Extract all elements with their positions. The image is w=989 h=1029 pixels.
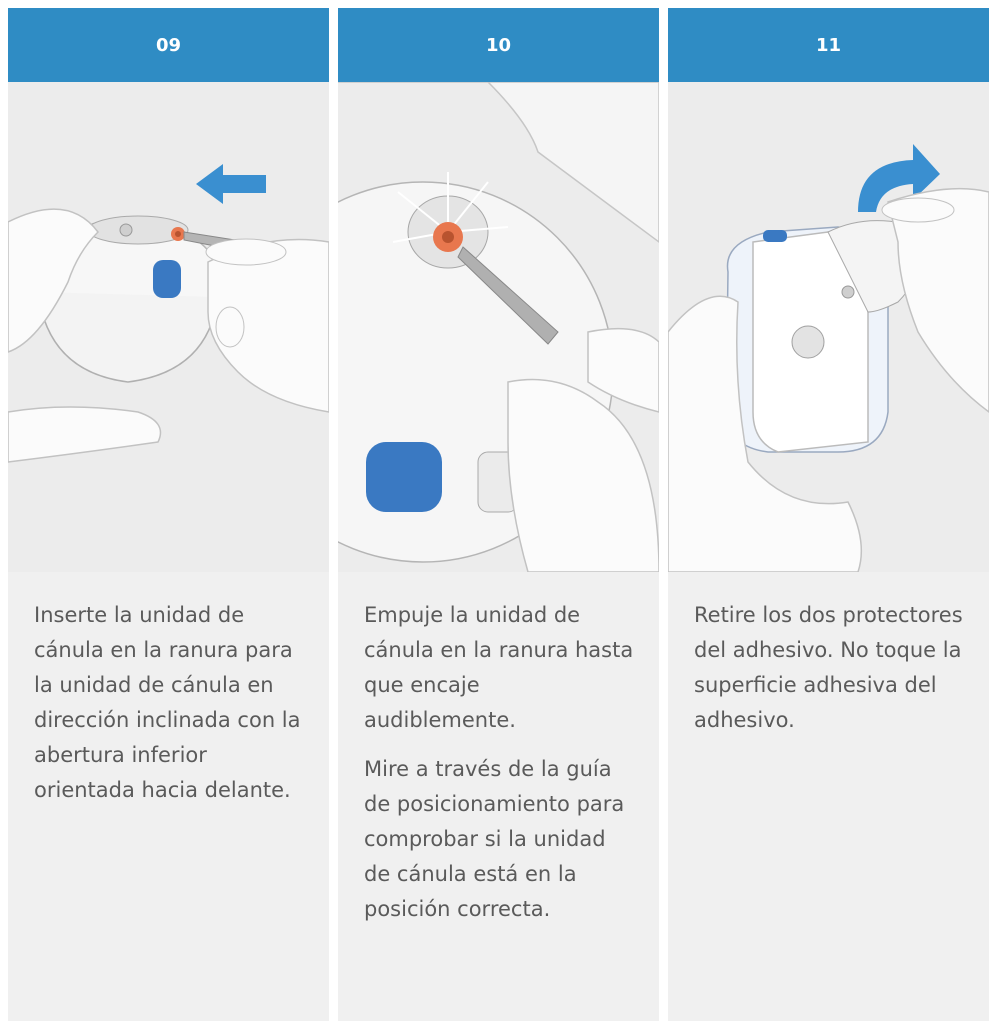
step-illustration	[338, 82, 659, 572]
step-paragraph: Inserte la unidad de cánula en la ranura…	[34, 603, 301, 802]
step-11: 11 Retire los dos protectore	[668, 8, 989, 1029]
step-description: Inserte la unidad de cánula en la ranura…	[8, 572, 329, 1021]
step-paragraph: Mire a través de la guía de posicionamie…	[364, 757, 625, 921]
step-number: 10	[338, 8, 659, 82]
step-paragraph: Empuje la unidad de cánula en la ranura …	[364, 603, 634, 732]
step-description: Empuje la unidad de cánula en la ranura …	[338, 572, 659, 1021]
step-09: 09	[8, 8, 329, 1029]
step-10: 10	[338, 8, 659, 1029]
arrow-curved-icon	[858, 144, 940, 212]
step-description: Retire los dos protectores del adhesivo.…	[668, 572, 989, 1021]
step-illustration	[668, 82, 989, 572]
step-paragraph: Retire los dos protectores del adhesivo.…	[694, 603, 963, 732]
step-number: 11	[668, 8, 989, 82]
step-number: 09	[8, 8, 329, 82]
step-illustration	[8, 82, 329, 572]
arrow-left-icon	[196, 164, 266, 204]
